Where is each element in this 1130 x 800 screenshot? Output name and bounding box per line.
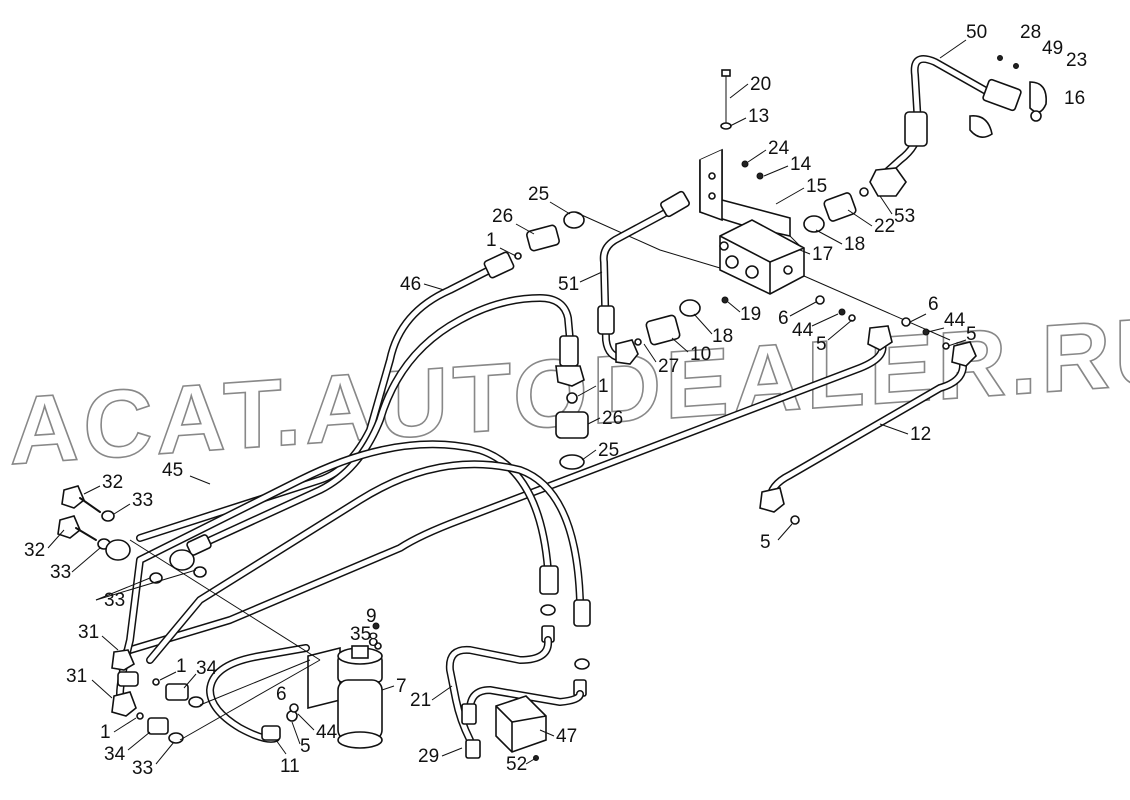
callout-21: 21: [410, 690, 431, 711]
callout-1-upper: 1: [486, 230, 497, 251]
callout-19: 19: [740, 304, 761, 325]
pipe-50-fitting: [982, 78, 1022, 112]
washer-8: [374, 642, 382, 650]
ring-16: [1030, 110, 1042, 122]
oring-53: [859, 187, 869, 197]
callout-33-d: 33: [132, 758, 153, 779]
fittings-6-44: [815, 295, 950, 350]
bolt-20: [721, 69, 731, 77]
fitting-26-lower: [555, 392, 589, 470]
callout-1-bottom: 1: [176, 656, 187, 677]
pipe-31: [111, 649, 139, 717]
callout-26-lower: 26: [602, 408, 623, 429]
callout-6-c: 6: [276, 684, 287, 705]
callout-33-c: 33: [104, 590, 125, 611]
callouts: 50 28 49 23 16 20 13 24 14 15 25 26 22 5…: [24, 22, 1087, 779]
bolt-14: [756, 172, 764, 180]
callout-32-b: 32: [24, 540, 45, 561]
callout-33-a: 33: [132, 490, 153, 511]
callout-5-d: 5: [300, 736, 311, 757]
callout-15: 15: [806, 176, 827, 197]
callout-53: 53: [894, 206, 915, 227]
callout-11: 11: [280, 756, 300, 777]
callout-5-b: 5: [816, 334, 827, 355]
callout-6-a: 6: [778, 308, 789, 329]
callout-33-b: 33: [50, 562, 71, 583]
callout-50: 50: [966, 22, 987, 43]
callout-49: 49: [1042, 38, 1063, 59]
callout-45: 45: [162, 460, 183, 481]
pipe-50-sleeve: [904, 111, 928, 147]
pipe-50: [876, 55, 1022, 182]
callout-17: 17: [812, 244, 833, 265]
callout-34-a: 34: [196, 658, 218, 679]
pipe-21: [116, 440, 591, 759]
fitting-22: [803, 192, 857, 233]
callout-5-a: 5: [966, 324, 977, 345]
bolt-24: [741, 160, 749, 168]
callout-46: 46: [400, 274, 421, 295]
motor-7: [307, 622, 383, 749]
washer-25-upper: [563, 211, 585, 229]
pipe-11: [206, 644, 310, 743]
callout-18-upper: 18: [844, 234, 865, 255]
callout-52: 52: [506, 754, 527, 775]
fitting-27: [634, 299, 701, 346]
fittings-34: [136, 678, 204, 744]
bracket-15: [699, 148, 791, 237]
callout-35: 35: [350, 624, 371, 645]
pipe-12: [759, 341, 977, 525]
callout-5-c: 5: [760, 532, 771, 553]
callout-14: 14: [790, 154, 812, 175]
washer-25-lower: [559, 454, 585, 470]
callout-24: 24: [768, 138, 790, 159]
plug-19: [721, 296, 729, 304]
callout-13: 13: [748, 106, 769, 127]
callout-28: 28: [1020, 22, 1041, 43]
washer-18-upper: [803, 215, 825, 233]
fittings-6-44-lower: [289, 703, 299, 713]
callout-18-lower: 18: [712, 326, 733, 347]
callout-12: 12: [910, 424, 931, 445]
bolt-9: [372, 622, 380, 630]
pipe-51: [597, 190, 690, 365]
callout-10: 10: [690, 344, 711, 365]
callout-31-a: 31: [78, 622, 99, 643]
block-47: [495, 695, 547, 761]
nut-53: [869, 167, 907, 197]
callout-47: 47: [556, 726, 577, 747]
valve-block-17: [719, 219, 805, 295]
callout-6-b: 6: [928, 294, 939, 315]
callout-51: 51: [558, 274, 579, 295]
callout-44-c: 44: [316, 722, 338, 743]
callout-22: 22: [874, 216, 895, 237]
callout-29: 29: [418, 746, 439, 767]
callout-23: 23: [1066, 50, 1087, 71]
washer-13: [720, 122, 732, 130]
pipe-46: [136, 251, 515, 542]
washer-18-lower: [679, 299, 701, 317]
callout-31-b: 31: [66, 666, 87, 687]
clamp-23: [969, 55, 1047, 138]
callout-8: 8: [368, 630, 379, 651]
fitting-26-upper: [514, 211, 585, 260]
callout-44-a: 44: [792, 320, 814, 341]
callout-34-b: 34: [104, 744, 126, 765]
callout-26: 26: [492, 206, 513, 227]
oring-5-pipe12: [790, 515, 800, 525]
callout-1-mid: 1: [598, 376, 609, 397]
fitting-29: [465, 739, 481, 759]
callout-7: 7: [396, 676, 407, 697]
callout-25-lower: 25: [598, 440, 619, 461]
callout-1-left: 1: [100, 722, 111, 743]
callout-27: 27: [658, 356, 679, 377]
callout-20: 20: [750, 74, 771, 95]
callout-16: 16: [1064, 88, 1085, 109]
callout-44-b: 44: [944, 310, 966, 331]
callout-25: 25: [528, 184, 549, 205]
callout-9: 9: [366, 606, 377, 627]
callout-32-a: 32: [102, 472, 123, 493]
